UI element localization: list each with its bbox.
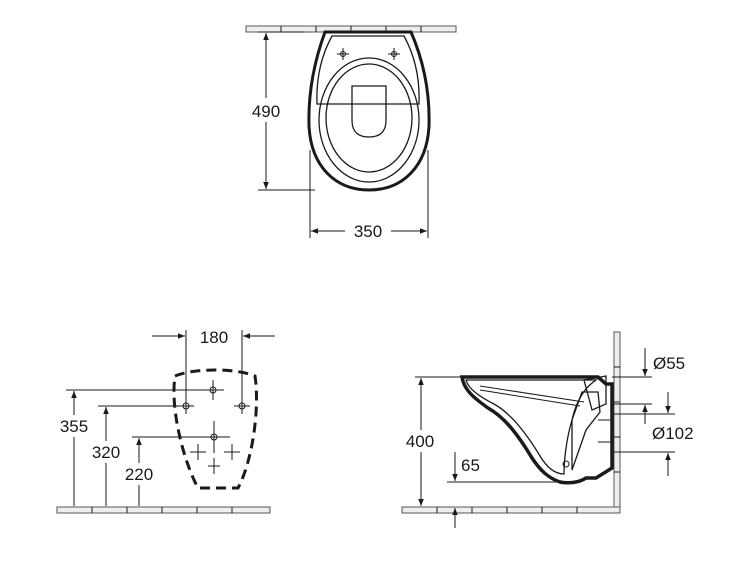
floor-strip-side — [401, 506, 621, 514]
height2-label: 320 — [92, 443, 120, 462]
bowl-outline-top — [307, 30, 431, 192]
height1-label: 355 — [60, 417, 88, 436]
inlet-label: Ø55 — [653, 354, 685, 373]
bowl-water-well — [351, 85, 387, 138]
front-view: 180 355 320 220 — [52, 328, 275, 514]
bowl-outline-dashed — [172, 368, 258, 490]
width-label: 350 — [354, 222, 382, 241]
bowl-profile-inner — [465, 379, 599, 475]
inlet-pipe — [583, 375, 607, 411]
bowl-opening — [325, 63, 413, 173]
side-view: 400 65 Ø55 Ø102 — [398, 331, 694, 528]
outlet-label: Ø102 — [652, 424, 694, 443]
trap-channel — [571, 391, 601, 471]
depth-label: 490 — [252, 102, 280, 121]
bowl-inner-rim — [316, 35, 420, 105]
height3-label: 220 — [125, 465, 153, 484]
offset-label: 65 — [461, 456, 480, 475]
wall-strip-side — [613, 331, 621, 508]
floor-strip-front — [56, 506, 271, 514]
spacing-label: 180 — [200, 328, 228, 347]
fixing-mark-left — [337, 48, 349, 60]
bowl-profile-outer — [459, 375, 614, 485]
fixing-mark-right — [388, 48, 400, 60]
fixing-points — [178, 380, 250, 474]
bowl-seat — [318, 57, 420, 183]
top-view: 490 350 — [244, 25, 457, 242]
height-label: 400 — [406, 432, 434, 451]
